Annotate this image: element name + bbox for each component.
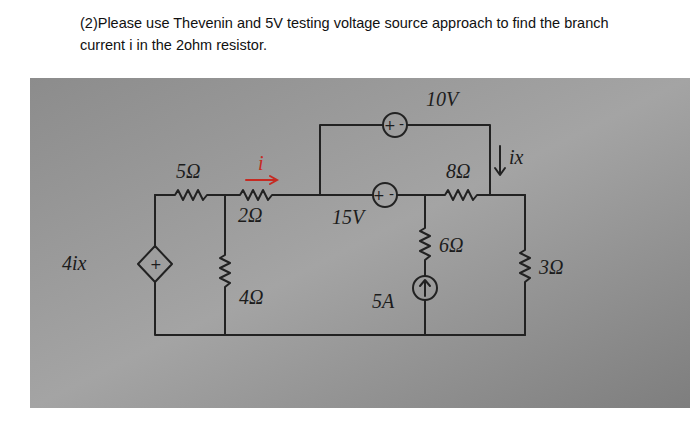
current-arrow bbox=[246, 176, 277, 184]
wire bbox=[154, 195, 156, 246]
wire bbox=[155, 282, 525, 335]
resistor-value: 3Ω bbox=[539, 256, 563, 278]
resistor-value: 4Ω bbox=[239, 286, 263, 308]
resistor-symbol bbox=[225, 190, 373, 200]
photo-ground bbox=[30, 78, 690, 408]
polarity-sign: + bbox=[384, 118, 396, 132]
resistor-value: 8Ω bbox=[446, 160, 470, 182]
resistor-symbol bbox=[420, 195, 430, 276]
source-value: 15V bbox=[332, 206, 364, 228]
wire bbox=[407, 125, 490, 195]
voltage-source bbox=[383, 113, 407, 137]
dependent-source bbox=[138, 246, 172, 282]
voltage-source bbox=[373, 183, 397, 207]
source-value: 5A bbox=[372, 290, 394, 312]
polarity-sign: - bbox=[389, 187, 394, 201]
resistor-symbol bbox=[397, 190, 525, 200]
resistor-symbol bbox=[520, 195, 530, 335]
wire bbox=[424, 300, 426, 335]
polarity-sign: + bbox=[373, 188, 385, 202]
polarity-sign: + bbox=[150, 257, 162, 271]
resistor-symbol bbox=[220, 195, 230, 335]
polarity-sign: - bbox=[399, 117, 404, 131]
resistor-value: 5Ω bbox=[176, 160, 200, 182]
dependent-source-value: 4ix bbox=[62, 252, 86, 274]
resistor-symbol bbox=[155, 190, 225, 200]
current-arrow bbox=[495, 146, 505, 175]
current-label: i bbox=[258, 152, 264, 174]
current-label: ix bbox=[509, 146, 523, 168]
resistor-value: 6Ω bbox=[439, 234, 463, 256]
source-value: 10V bbox=[426, 88, 458, 110]
problem-title: (2)Please use Thevenin and 5V testing vo… bbox=[80, 12, 620, 56]
current-source bbox=[413, 276, 437, 300]
wire bbox=[320, 125, 383, 195]
resistor-value: 2Ω bbox=[238, 204, 262, 226]
source-arrow bbox=[420, 280, 430, 296]
